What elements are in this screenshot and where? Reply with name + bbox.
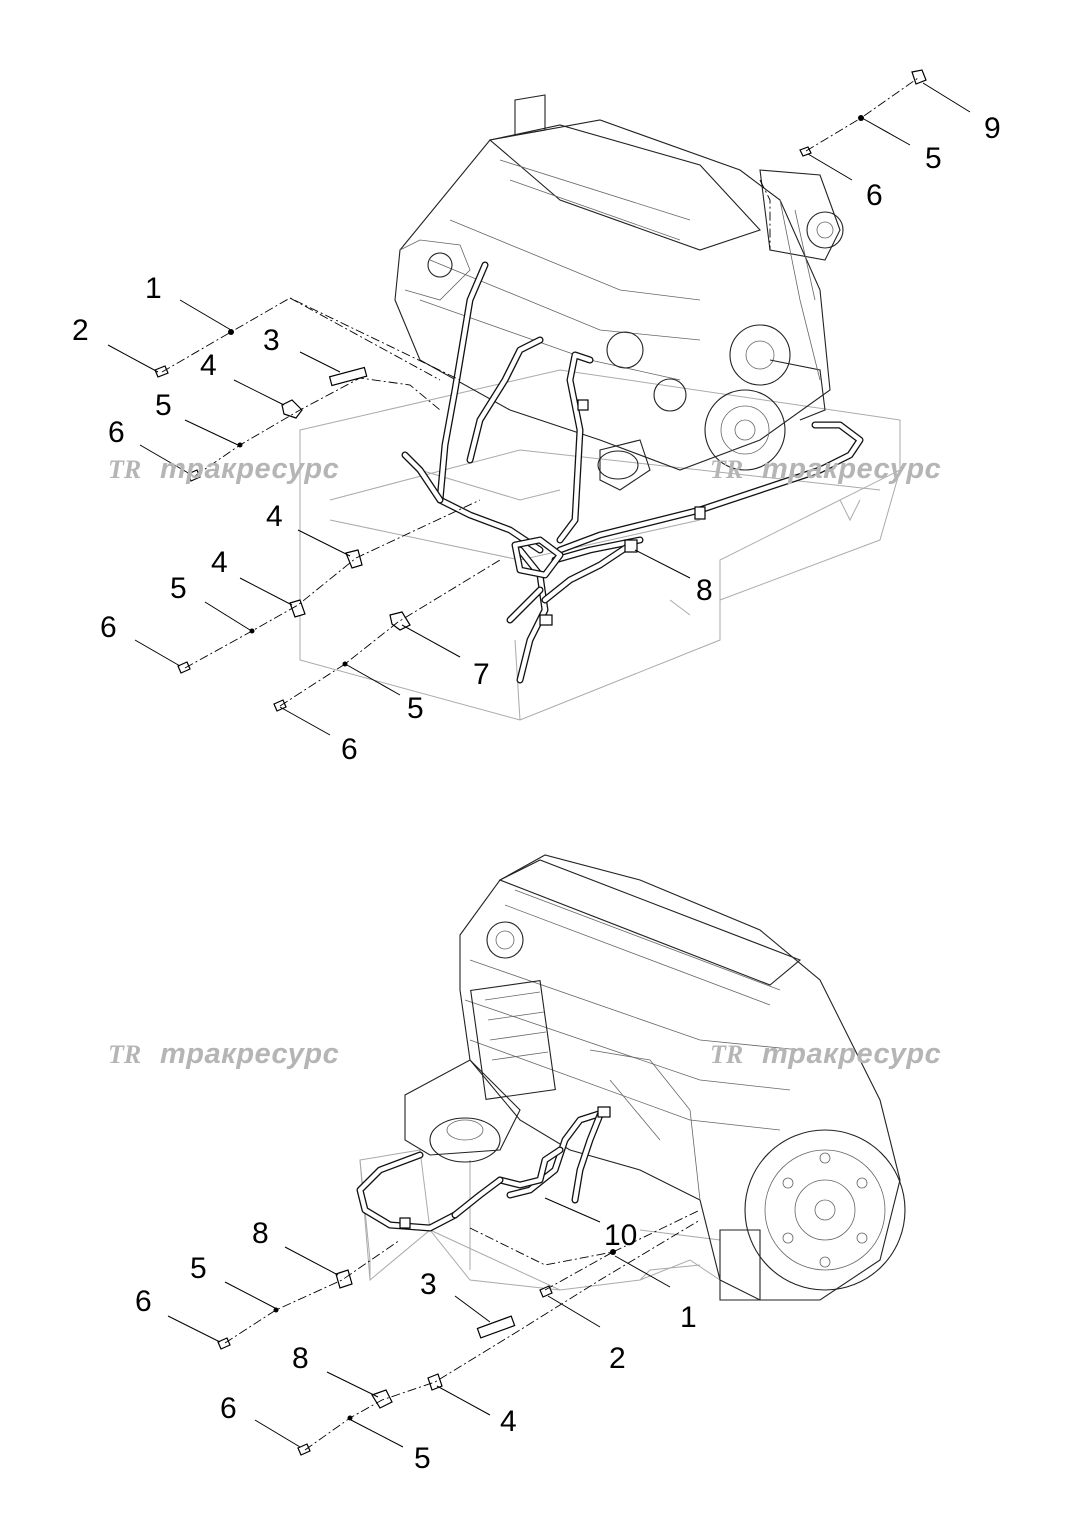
top-callouts: 1 2 3 4 5 6 4 4 5 6 7 5 6 8 9 5 6 (72, 112, 1001, 766)
watermark-text: тракресурс (762, 453, 941, 485)
callout-5: 5 (407, 692, 424, 725)
callout-5: 5 (190, 1252, 207, 1285)
watermark-logo: TR (710, 455, 743, 484)
bottom-hose-assembly (356, 1106, 611, 1232)
callout-7: 7 (473, 658, 490, 691)
watermark: TR тракресурс (108, 1038, 339, 1070)
callout-1: 1 (680, 1301, 697, 1334)
callout-3: 3 (420, 1268, 437, 1301)
callout-2: 2 (72, 314, 89, 347)
callout-6: 6 (866, 179, 883, 212)
callout-8: 8 (252, 1217, 269, 1250)
callout-8: 8 (696, 574, 713, 607)
callout-5: 5 (170, 572, 187, 605)
top-assembly-lines (161, 77, 919, 707)
bottom-engine (404, 854, 906, 1301)
top-hardware (154, 69, 927, 712)
callout-6: 6 (135, 1285, 152, 1318)
bottom-callouts: 8 5 6 3 10 1 2 8 6 4 5 (135, 1217, 697, 1475)
callout-6: 6 (341, 733, 358, 766)
callout-6: 6 (220, 1392, 237, 1425)
watermark-text: тракресурс (762, 1038, 941, 1070)
watermark-logo: TR (108, 1040, 141, 1069)
callout-6: 6 (108, 416, 125, 449)
bottom-assembly-lines (224, 1209, 701, 1451)
callout-4: 4 (211, 546, 228, 579)
callout-5: 5 (155, 389, 172, 422)
callout-9: 9 (984, 112, 1001, 145)
watermark-text: тракресурс (160, 1038, 339, 1070)
bottom-leader-lines (167, 1197, 671, 1448)
callout-4: 4 (500, 1405, 517, 1438)
watermark: TR тракресурс (710, 453, 941, 485)
callout-8: 8 (292, 1342, 309, 1375)
callout-5: 5 (925, 142, 942, 175)
callout-10: 10 (604, 1219, 637, 1252)
callout-1: 1 (145, 272, 162, 305)
callout-2: 2 (609, 1342, 626, 1375)
callout-5: 5 (414, 1442, 431, 1475)
bottom-assembly: 8 5 6 3 10 1 2 8 6 4 5 (135, 854, 906, 1475)
top-engine (394, 94, 844, 491)
watermark: TR тракресурс (108, 453, 339, 485)
watermark: TR тракресурс (710, 1038, 941, 1070)
bottom-hardware (217, 1249, 616, 1456)
top-hose-assembly (401, 261, 864, 684)
callout-3: 3 (263, 324, 280, 357)
callout-4: 4 (200, 349, 217, 382)
top-leader-lines (107, 82, 971, 736)
watermark-logo: TR (108, 455, 141, 484)
watermark-logo: TR (710, 1040, 743, 1069)
callout-4: 4 (266, 500, 283, 533)
callout-6: 6 (100, 611, 117, 644)
top-assembly: 1 2 3 4 5 6 4 4 5 6 7 5 6 8 9 5 6 (72, 69, 1001, 766)
watermark-text: тракресурс (160, 453, 339, 485)
